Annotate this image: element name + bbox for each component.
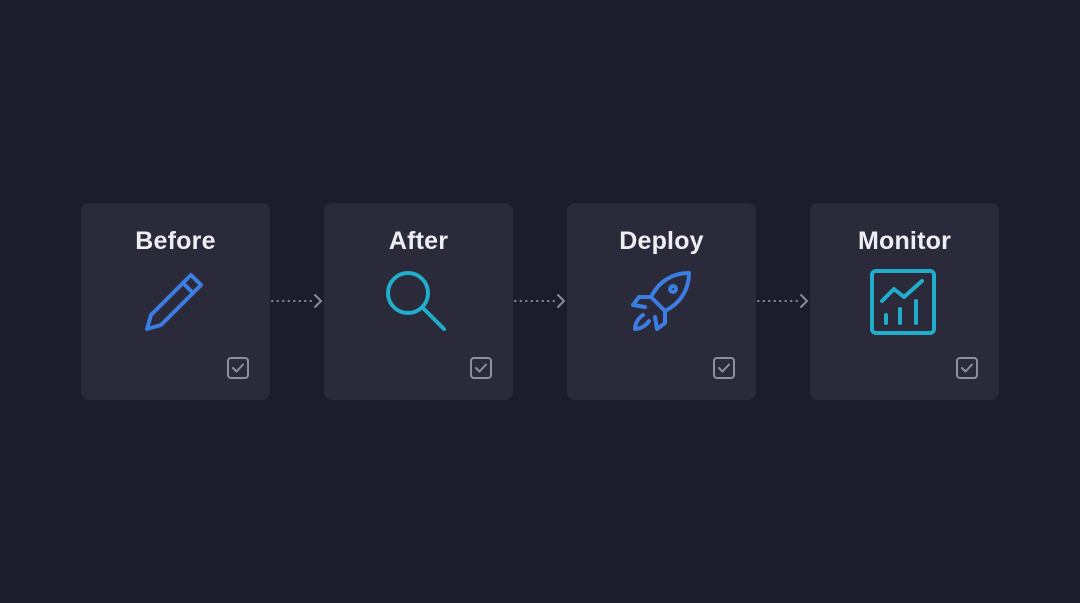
rocket-icon: [631, 271, 691, 331]
connector-arrow-icon: [514, 294, 566, 308]
step-title: Monitor: [857, 227, 952, 255]
checkbox-checked-icon[interactable]: [713, 357, 735, 379]
step-title: After: [388, 227, 449, 255]
connector-arrow-icon: [757, 294, 809, 308]
step-card-monitor: Monitor: [810, 203, 999, 400]
step-card-before: Before: [81, 203, 270, 400]
step-card-deploy: Deploy: [567, 203, 756, 400]
connector-arrow-icon: [271, 294, 323, 308]
step-title: Before: [135, 227, 216, 255]
checkbox-checked-icon[interactable]: [227, 357, 249, 379]
step-title: Deploy: [619, 227, 704, 255]
checkbox-checked-icon[interactable]: [956, 357, 978, 379]
step-card-after: After: [324, 203, 513, 400]
chart-icon: [870, 269, 936, 335]
pencil-icon: [145, 273, 203, 331]
checkbox-checked-icon[interactable]: [470, 357, 492, 379]
search-icon: [386, 271, 446, 331]
